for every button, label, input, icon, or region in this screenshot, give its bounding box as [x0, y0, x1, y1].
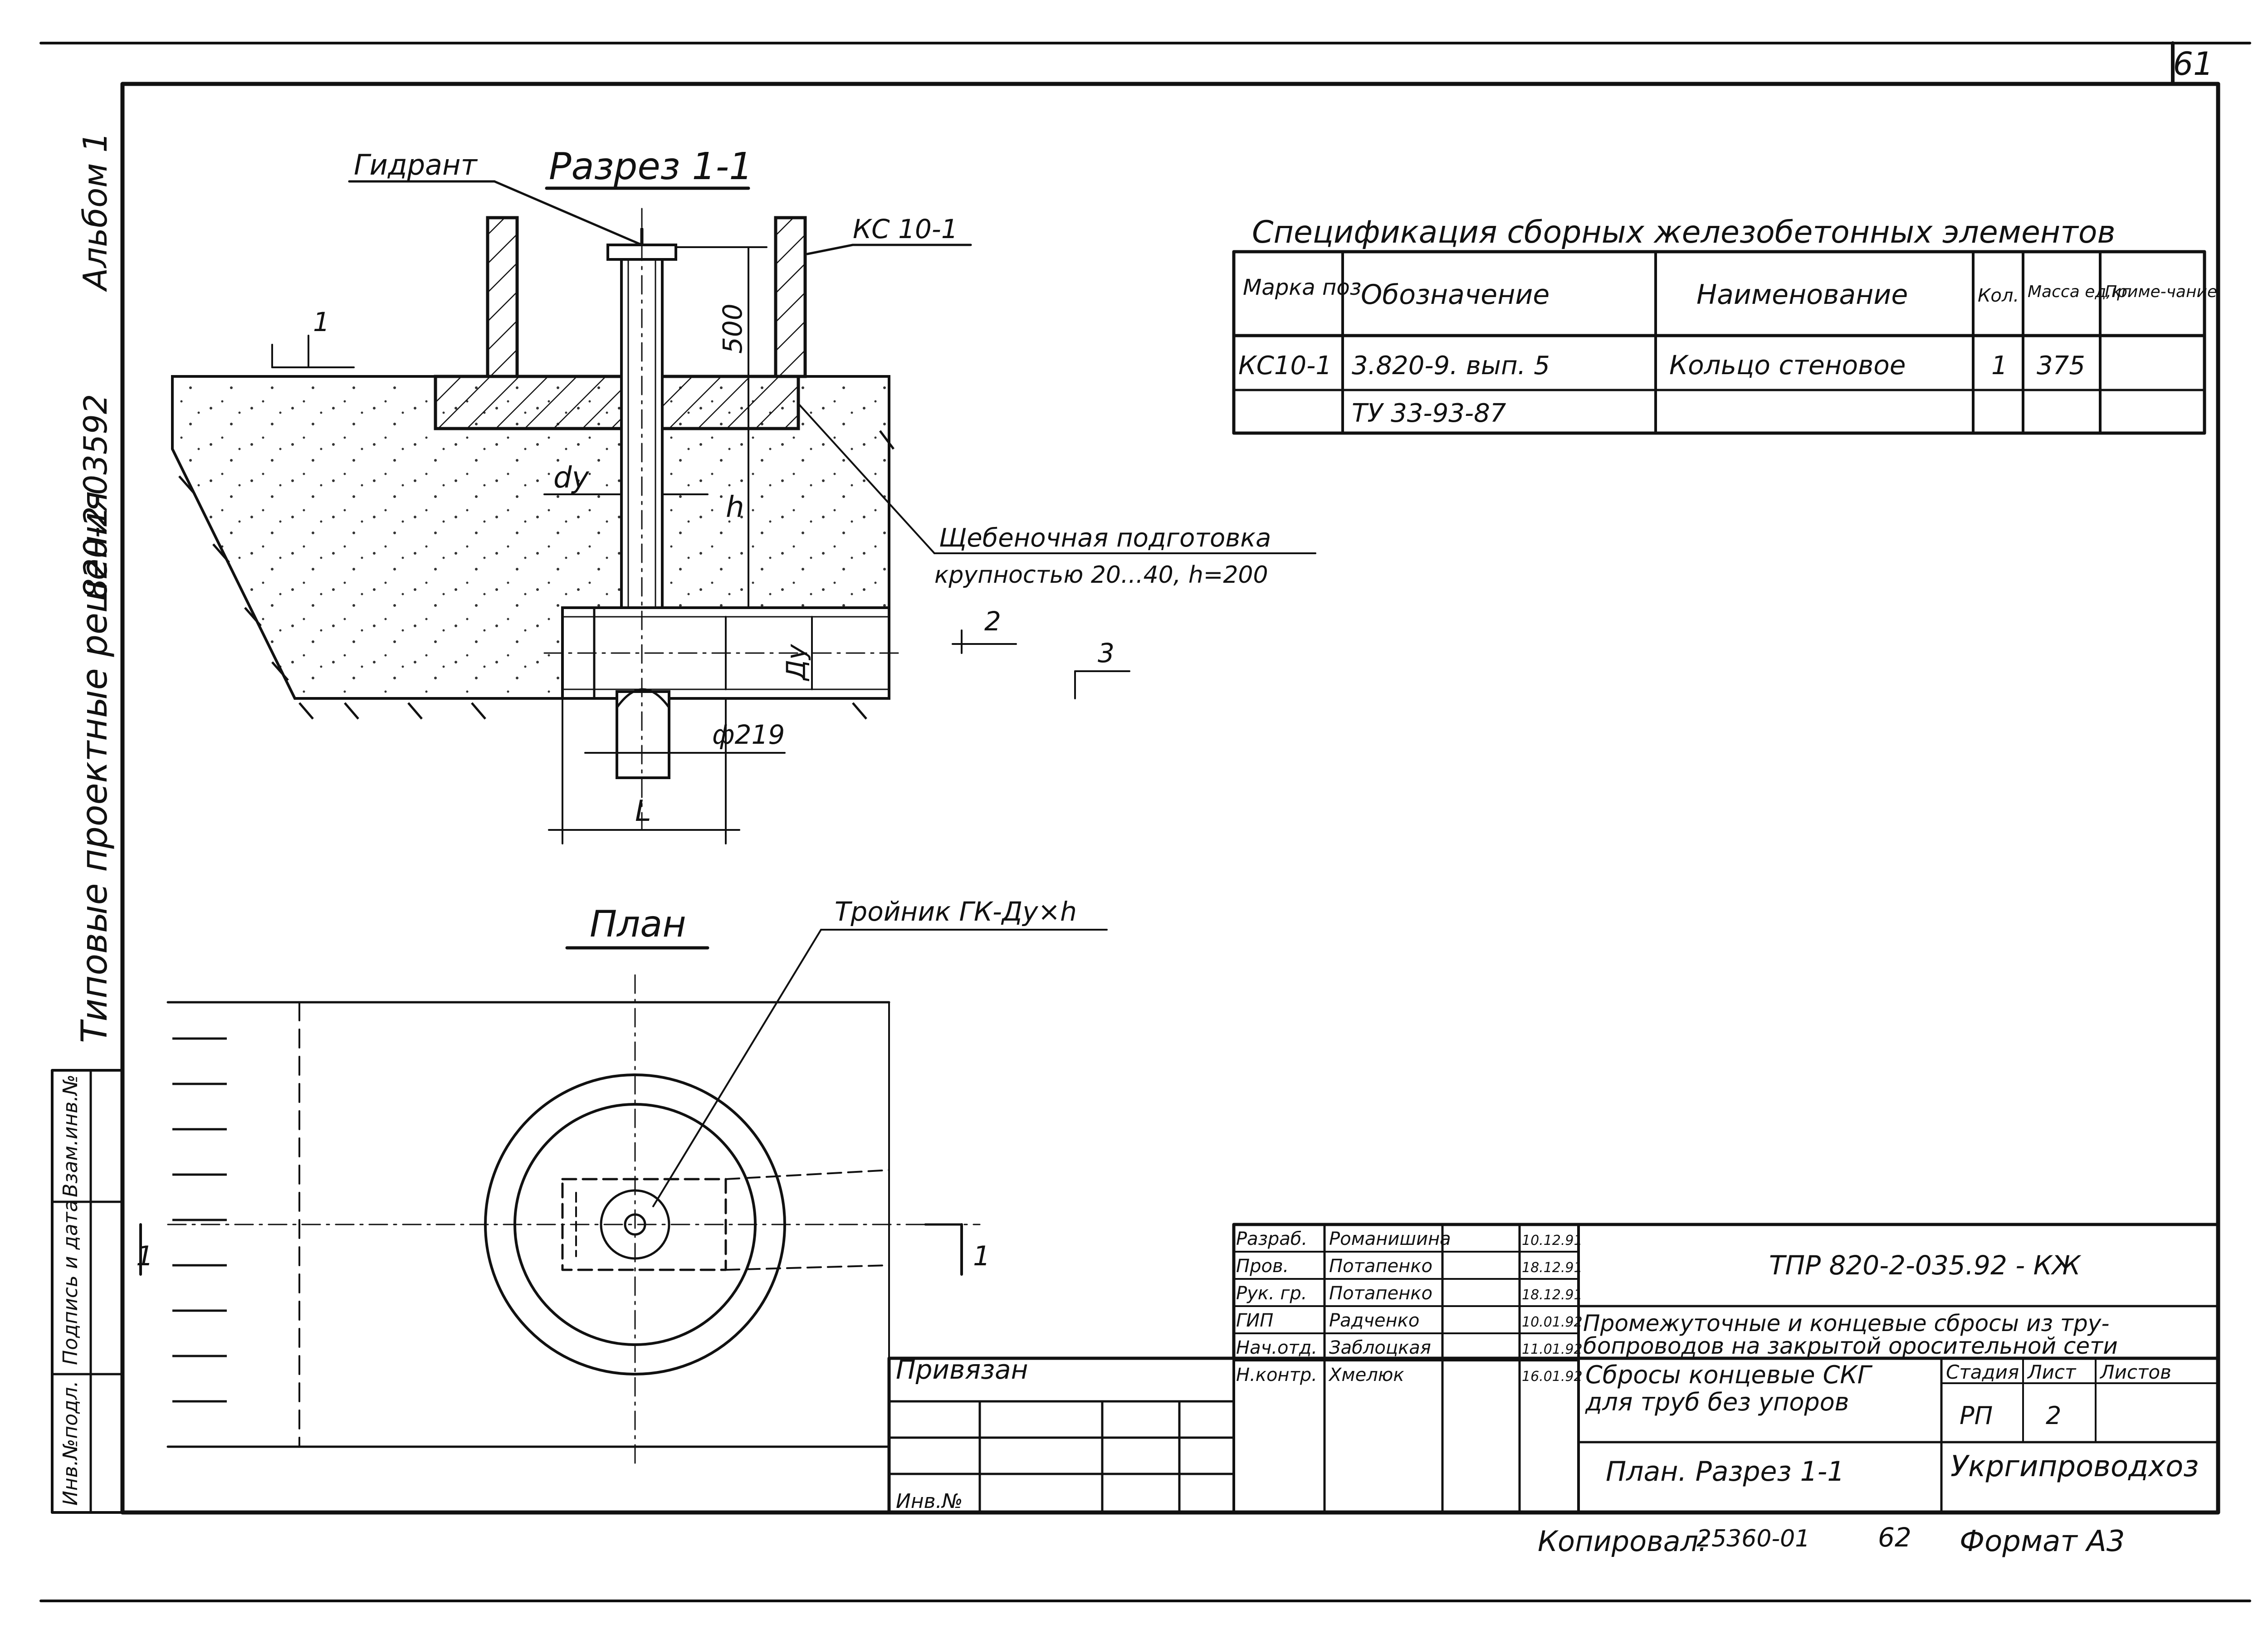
organization: Укргипроводхоз	[1950, 1450, 2199, 1483]
spec-r1-mass: 375	[2037, 351, 2085, 380]
signer-name: Заблоцкая	[1329, 1337, 1431, 1358]
signer-role: Разраб.	[1236, 1229, 1307, 1249]
spec-r1-mark: КС10-1	[1238, 351, 1332, 380]
project-title-2: бопроводов на закрытой оросительной сети	[1583, 1333, 2118, 1359]
signer-role: ГИП	[1236, 1310, 1273, 1331]
sheet-value: 2	[2046, 1401, 2061, 1430]
title-block: Привязан Инв.№ Разраб. Романишина 10.12.…	[887, 1223, 2220, 1514]
ring-label: КС 10-1	[853, 214, 958, 244]
series-title: Типовые проектные решения	[74, 491, 115, 1043]
tee-label: Тройник ГК-Ду×h	[835, 896, 1077, 927]
signer-date: 18.12.91	[1522, 1287, 1583, 1303]
album-label: Альбом 1	[76, 132, 114, 292]
spec-r2-designation: ТУ 33-93-87	[1352, 399, 1506, 428]
gravel-label-2: крупностью 20...40, h=200	[934, 561, 1268, 589]
signer-role: Рук. гр.	[1236, 1283, 1307, 1304]
inv-label: Инв.№	[896, 1490, 963, 1513]
cut-mark-left: 1	[136, 1240, 153, 1272]
dim-Dy: Ду	[781, 644, 811, 682]
side-stamp: Инв.№подл. Подпись и дата Взам.инв.№	[51, 1069, 124, 1514]
section-title: Разрез 1-1	[549, 145, 753, 188]
signer-name: Радченко	[1329, 1310, 1419, 1331]
signer-name: Потапенко	[1329, 1283, 1432, 1304]
signer-role: Пров.	[1236, 1256, 1289, 1277]
signer-date: 10.12.91	[1522, 1233, 1583, 1249]
copied-label: Копировал:	[1538, 1525, 1708, 1558]
section-view: Разрез 1-1	[171, 145, 1316, 844]
drawing-name: План. Разрез 1-1	[1606, 1456, 1844, 1488]
sheet-label: Лист	[2027, 1361, 2077, 1383]
signer-role: Нач.отд.	[1236, 1337, 1317, 1358]
cut-mark-right: 1	[973, 1240, 990, 1272]
hydrant-label: Гидрант	[354, 148, 478, 181]
dim-dy: dy	[553, 461, 590, 495]
spec-h-designation: Обозначение	[1361, 279, 1549, 311]
stage-value: РП	[1960, 1401, 1993, 1430]
copy-count: 62	[1878, 1522, 1911, 1553]
bound-label: Привязан	[896, 1354, 1028, 1385]
spec-h-qty: Кол.	[1978, 285, 2019, 306]
spec-h-note: Приме-чание	[2105, 283, 2217, 301]
dim-L: L	[635, 795, 651, 828]
sheets-label: Листов	[2099, 1361, 2171, 1383]
signer-date: 16.01.92	[1522, 1369, 1583, 1385]
order-number: 25360-01	[1696, 1525, 1810, 1552]
dim-h: h	[726, 491, 744, 524]
spec-r1-designation: 3.820-9. вып. 5	[1352, 351, 1550, 380]
level-mark-3: 3	[1098, 638, 1114, 668]
spec-r1-qty: 1	[1991, 351, 2008, 380]
signer-name: Потапенко	[1329, 1256, 1432, 1277]
spec-h-name: Наименование	[1696, 279, 1908, 311]
signer-date: 10.01.92	[1522, 1314, 1583, 1330]
stamp-replace-label: Взам.инв.№	[59, 1074, 82, 1197]
spec-h-mass: Масса ед,кг	[2028, 283, 2130, 301]
signer-name: Хмелюк	[1328, 1365, 1404, 1385]
project-title-1: Промежуточные и концевые сбросы из тру-	[1583, 1310, 2109, 1336]
spec-h-mark: Марка поз.	[1243, 275, 1369, 300]
footer: Копировал: 25360-01 62 Формат А3	[1538, 1522, 2125, 1558]
level-mark-2: 2	[984, 606, 1001, 637]
signer-date: 18.12.91	[1522, 1260, 1583, 1276]
doc-code: ТПР 820-2-035.92 - КЖ	[1769, 1250, 2082, 1281]
signer-date: 11.01.92	[1522, 1341, 1583, 1357]
stamp-inv-label: Инв.№подл.	[59, 1380, 82, 1506]
level-mark-1: 1	[313, 307, 330, 337]
gravel-label-1: Щебеночная подготовка	[939, 523, 1271, 553]
series-code: 820-2-03592	[77, 394, 114, 599]
plan-view: План Тройник ГК-Ду×h 1	[136, 896, 1108, 1470]
specification-table: Спецификация сборных железобетонных элем…	[1232, 215, 2217, 435]
plan-title: План	[590, 903, 686, 945]
format-label: Формат А3	[1960, 1525, 2125, 1558]
stage-label: Стадия	[1946, 1361, 2019, 1383]
page-number: 61	[2173, 45, 2213, 83]
dim-500: 500	[717, 303, 748, 354]
spec-title: Спецификация сборных железобетонных элем…	[1252, 215, 2116, 250]
dim-phi: ф219	[712, 719, 785, 750]
spec-r1-name: Кольцо стеновое	[1669, 350, 1906, 380]
sheet-title-2: для труб без упоров	[1585, 1388, 1849, 1416]
stamp-sign-label: Подпись и дата	[59, 1200, 82, 1365]
signer-name: Романишина	[1329, 1229, 1451, 1249]
sheet-title-1: Сбросы концевые СКГ	[1585, 1361, 1873, 1389]
signer-role: Н.контр.	[1236, 1365, 1317, 1385]
